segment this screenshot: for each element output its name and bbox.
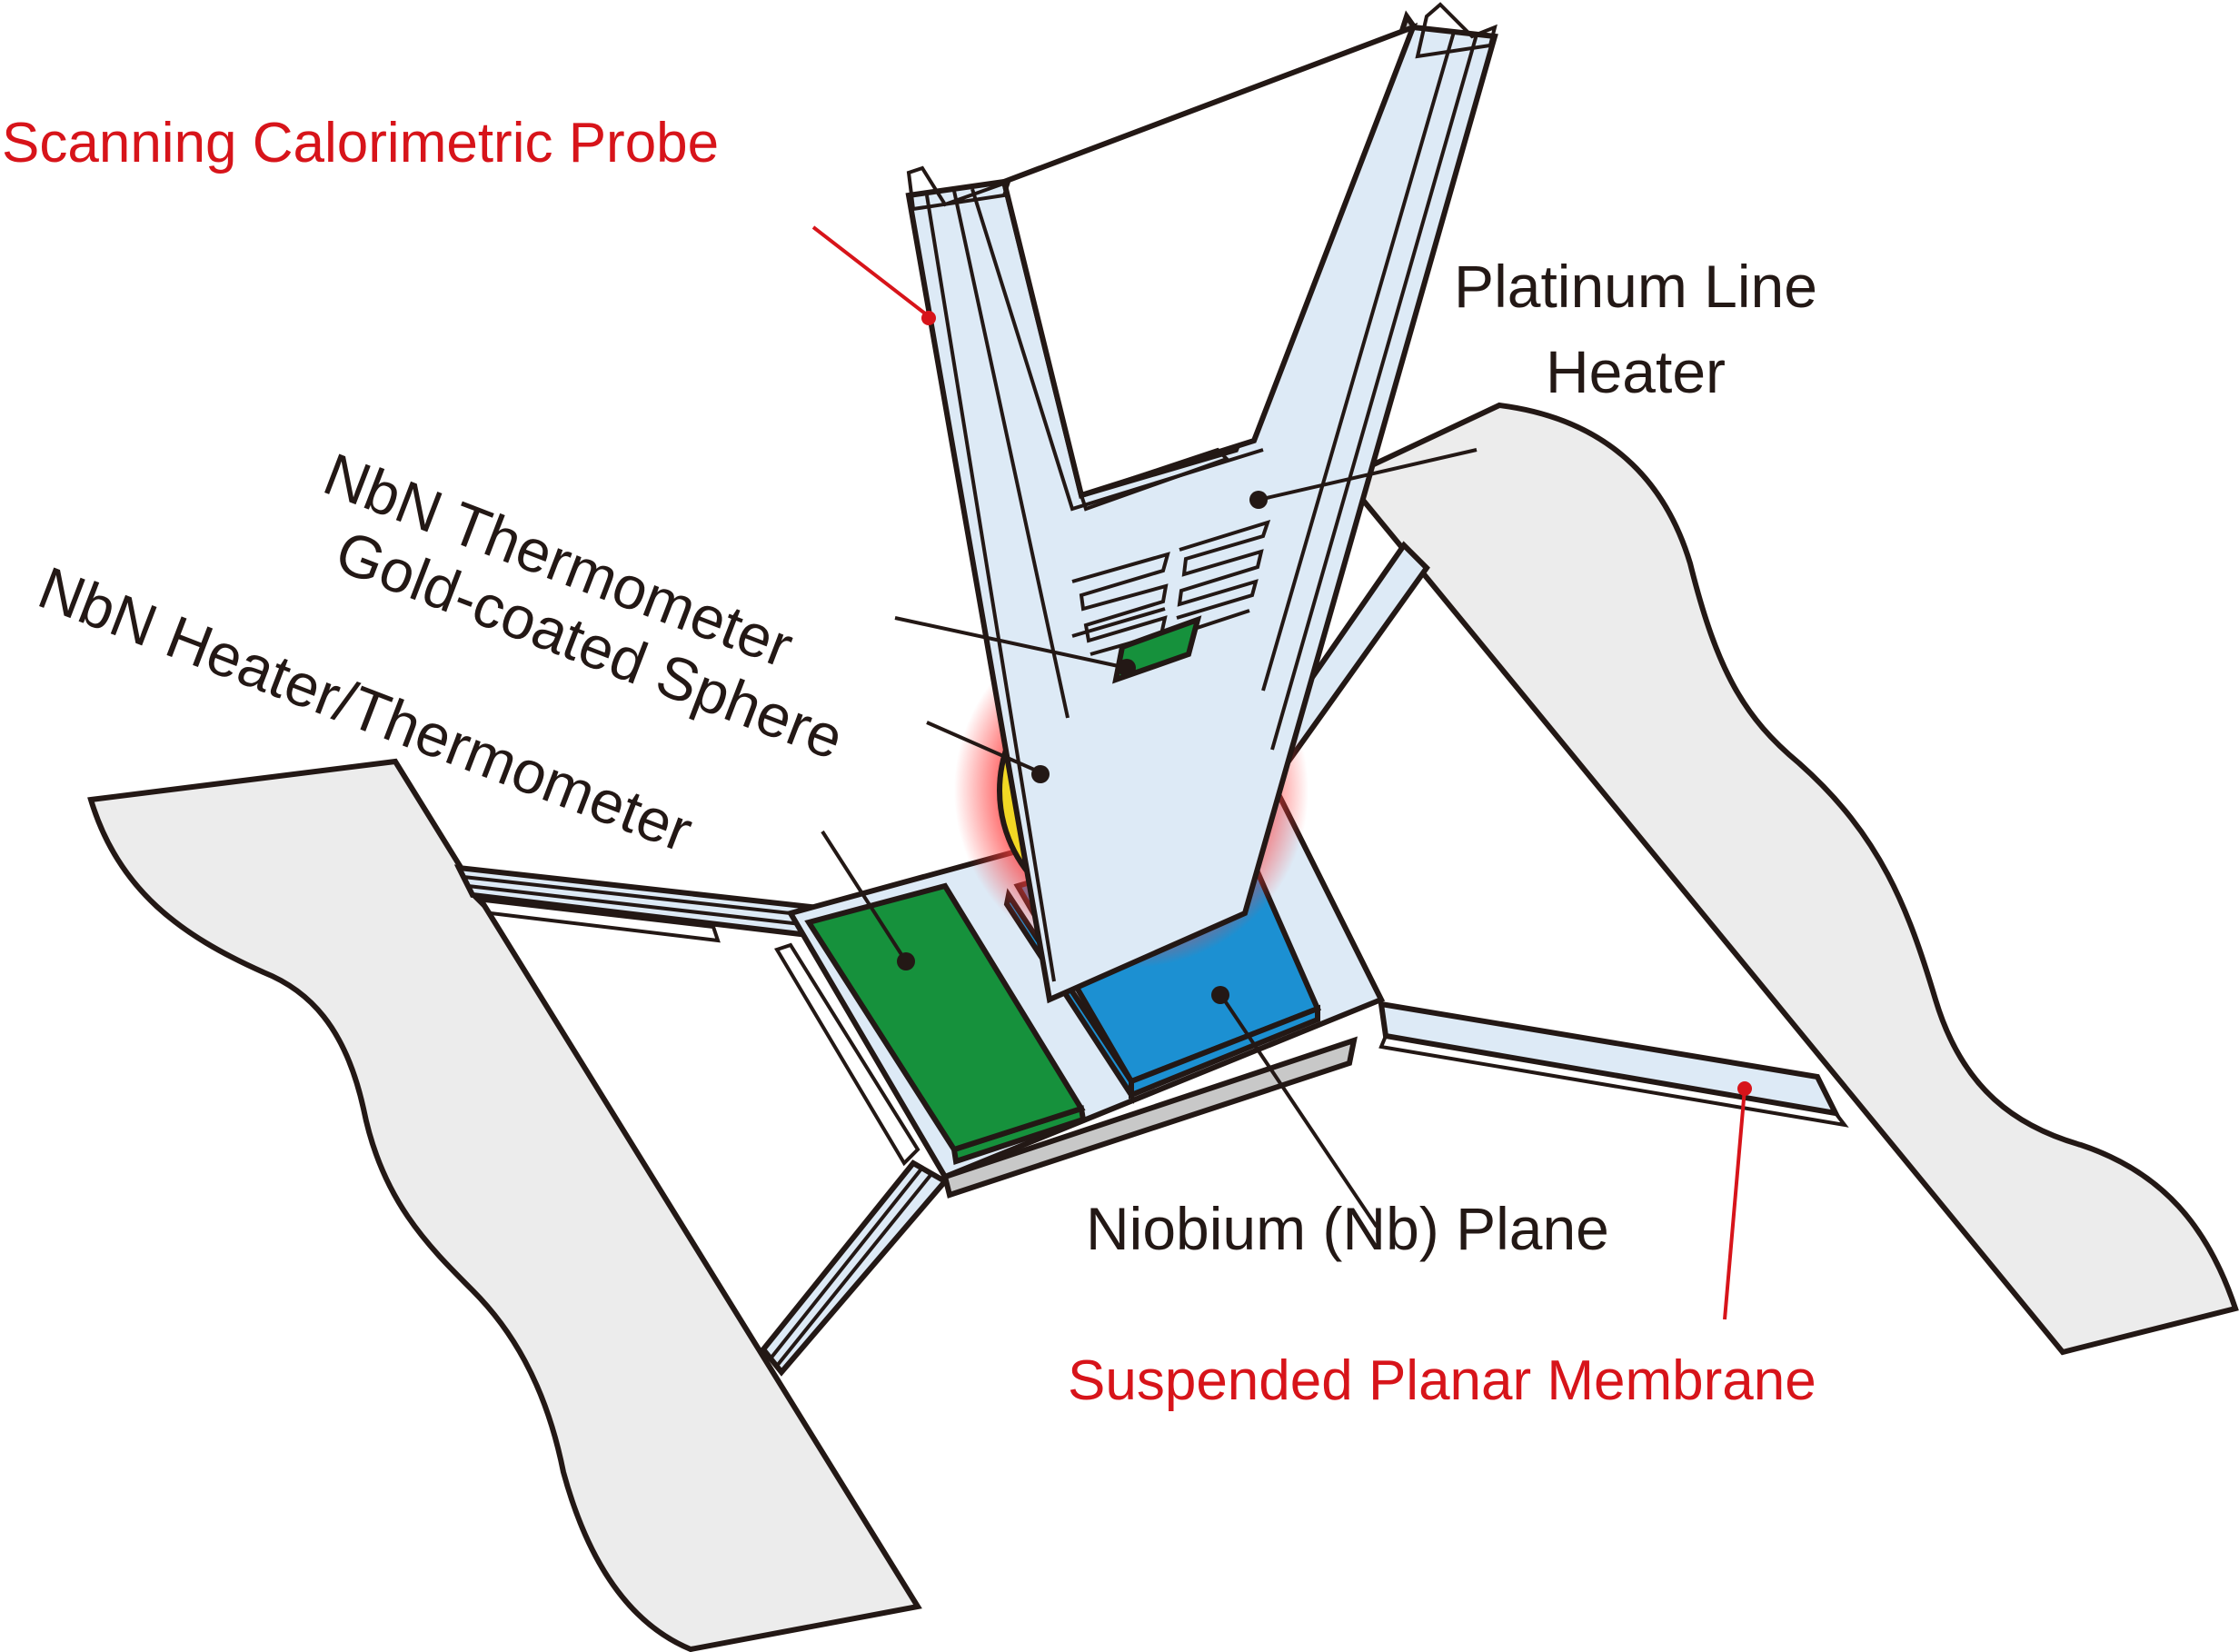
- label-platinum-heater-line1: Platinum Line: [1454, 253, 1817, 320]
- probe-trace: [970, 188, 1264, 512]
- right-leg-side: [1378, 1033, 1849, 1128]
- leader-dot-scanning-probe: [921, 311, 936, 325]
- probe-trace: [1270, 34, 1478, 751]
- leader-nbn-heater: [821, 830, 906, 960]
- leader-scanning-probe: [811, 225, 927, 315]
- probe-cutout: [1000, 22, 1418, 499]
- leader-dot-platinum-heater: [1249, 491, 1268, 509]
- probe-trace: [925, 194, 1056, 982]
- leader-dot-nbn-thermometer: [1118, 659, 1136, 677]
- right-substrate-slab: [1340, 402, 2239, 1356]
- label-suspended-membrane: Suspended Planar Membrane: [1068, 1349, 1816, 1412]
- leader-dot-niobium-plane: [1211, 986, 1229, 1004]
- leader-suspended-membrane: [1723, 1088, 1746, 1320]
- probe-right-arm-end: [1415, 2, 1498, 59]
- niobium-plane-front-side: [1129, 1004, 1320, 1100]
- label-niobium-plane: Niobium (Nb) Plane: [1086, 1195, 1609, 1262]
- leader-dot-suspended-membrane: [1737, 1081, 1752, 1096]
- left-substrate-slab: [87, 758, 922, 1652]
- leg-trace: [775, 1172, 933, 1368]
- leader-gold-sphere: [926, 721, 1041, 774]
- probe-left-arm-end: [906, 165, 1012, 212]
- nbn-heater-pad: [804, 882, 1086, 1153]
- leader-niobium-plane: [1220, 995, 1378, 1229]
- membrane-plate-side: [941, 1036, 1358, 1199]
- upper-left-leg-side: [472, 897, 721, 943]
- left-membrane-edge-side: [774, 942, 920, 1167]
- probe-trace: [952, 190, 1070, 719]
- leg-trace: [463, 875, 832, 920]
- label-platinum-heater-line2: Heater: [1546, 338, 1726, 405]
- leader-dot-gold-sphere: [1031, 765, 1050, 783]
- leader-nbn-thermometer: [894, 616, 1128, 670]
- leg-trace: [769, 1166, 924, 1360]
- leader-dot-nbn-heater: [897, 952, 915, 970]
- leader-platinum-heater: [1258, 448, 1478, 502]
- probe-trace: [1261, 31, 1456, 692]
- label-scanning-probe: Scanning Calorimetric Probe: [2, 112, 719, 174]
- leg-trace: [467, 884, 841, 930]
